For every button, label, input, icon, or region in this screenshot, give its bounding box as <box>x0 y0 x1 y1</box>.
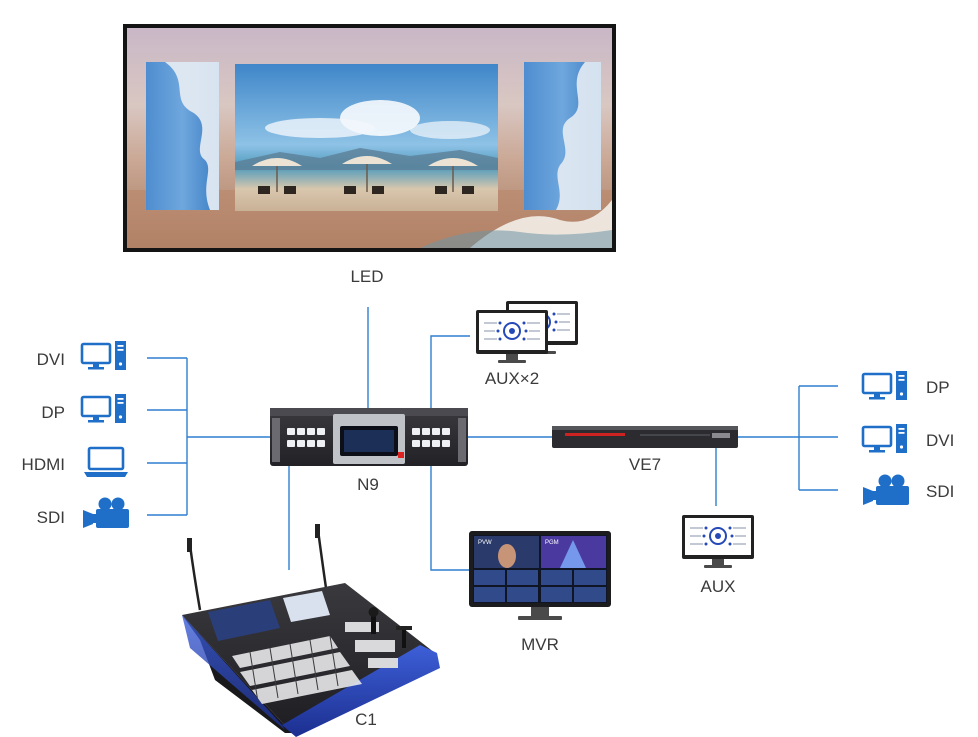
mvr-monitor: PVW PGM <box>469 531 611 620</box>
c1-label: C1 <box>355 710 377 729</box>
n9-label: N9 <box>357 475 379 494</box>
mvr-pgm-label: PGM <box>545 540 559 546</box>
mvr-pvw-label: PVW <box>478 540 492 546</box>
aux-x2-monitors <box>475 300 579 364</box>
aux-label: AUX <box>701 577 736 596</box>
right-input-label-sdi: SDI <box>926 482 954 501</box>
ve7-label: VE7 <box>629 455 661 474</box>
laptop-icon <box>82 446 130 479</box>
led-wall-screen <box>123 24 616 252</box>
right-input-label-dp: DP <box>926 378 950 397</box>
aux-monitor <box>681 514 755 569</box>
c1-control-console <box>182 524 440 737</box>
camera-icon <box>83 497 129 528</box>
connection-lines <box>147 307 838 571</box>
input-label-hdmi: HDMI <box>22 455 65 474</box>
right-input-sources: DP DVI SDI <box>861 369 954 505</box>
n9-video-processor <box>270 408 468 466</box>
ve7-device <box>552 426 738 448</box>
aux2-label: AUX×2 <box>485 369 539 388</box>
pc-icon <box>861 422 909 455</box>
input-label-sdi: SDI <box>37 508 65 527</box>
pc-icon <box>861 369 909 402</box>
left-input-sources: DVI DP HDMI SDI <box>22 339 130 528</box>
mvr-label: MVR <box>521 635 559 654</box>
camera-icon <box>863 474 909 505</box>
led-label: LED <box>350 267 383 286</box>
pc-icon <box>80 339 128 372</box>
right-input-label-dvi: DVI <box>926 431 954 450</box>
input-label-dvi: DVI <box>37 350 65 369</box>
pc-icon <box>80 392 128 425</box>
input-label-dp: DP <box>41 403 65 422</box>
